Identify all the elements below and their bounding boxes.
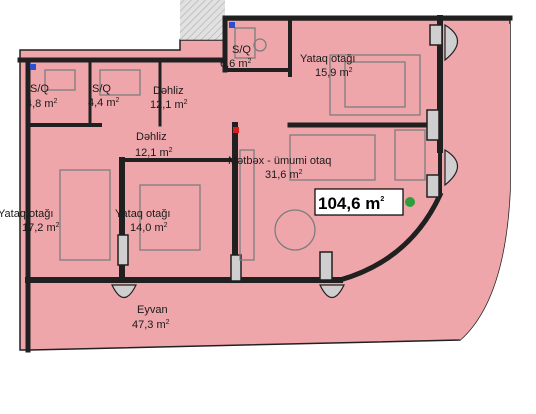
- room-eyvan-name: Eyvan: [137, 304, 168, 316]
- room-dehliz-1-area: 12,1 m2: [150, 99, 188, 111]
- room-sq-left-area: 4,8 m2: [26, 98, 58, 110]
- room-yataq-mid-area: 14,0 m2: [130, 222, 168, 234]
- total-area-value: 104,6 m2: [318, 194, 384, 213]
- marker-blue: [30, 64, 36, 70]
- total-area-badge: 104,6 m2: [314, 188, 404, 216]
- room-eyvan-area: 47,3 m2: [132, 319, 170, 331]
- marker-red: [233, 127, 239, 133]
- room-yataq-mid-name: Yataq otağı: [115, 208, 170, 220]
- room-metbex-name: Mətbəx - ümumi otaq: [228, 155, 331, 167]
- room-yataq-left-name: Yataq otağı: [0, 208, 53, 220]
- room-sq-mid-area: 4,4 m2: [88, 97, 120, 109]
- walls: [17, 15, 513, 353]
- room-sq-mid-name: S/Q: [92, 83, 111, 95]
- room-yataq-top-name: Yataq otağı: [300, 53, 355, 65]
- room-sq-top-name: S/Q: [232, 44, 251, 56]
- room-dehliz-2-name: Dəhliz: [136, 131, 167, 143]
- room-dehliz-2-area: 12,1 m2: [135, 147, 173, 159]
- marker-blue: [229, 22, 235, 28]
- furniture: [44, 27, 426, 261]
- pergola-top-left: [180, 0, 225, 40]
- exterior-columns: [111, 23, 459, 299]
- room-sq-left-name: S/Q: [30, 83, 49, 95]
- room-yataq-top-area: 15,9 m2: [315, 67, 353, 79]
- balcony-floor: [440, 24, 510, 340]
- plant-icon: [405, 197, 415, 207]
- room-metbex-area: 31,6 m2: [265, 169, 303, 181]
- room-sq-top-area: 6,6 m2: [220, 58, 252, 70]
- windows: [117, 24, 443, 282]
- room-dehliz-1-name: Dəhliz: [153, 85, 184, 97]
- room-labels: S/Q 6,6 m2 Yataq otağı 15,9 m2 S/Q 4,8 m…: [0, 44, 355, 331]
- room-yataq-left-area: 17,2 m2: [22, 222, 60, 234]
